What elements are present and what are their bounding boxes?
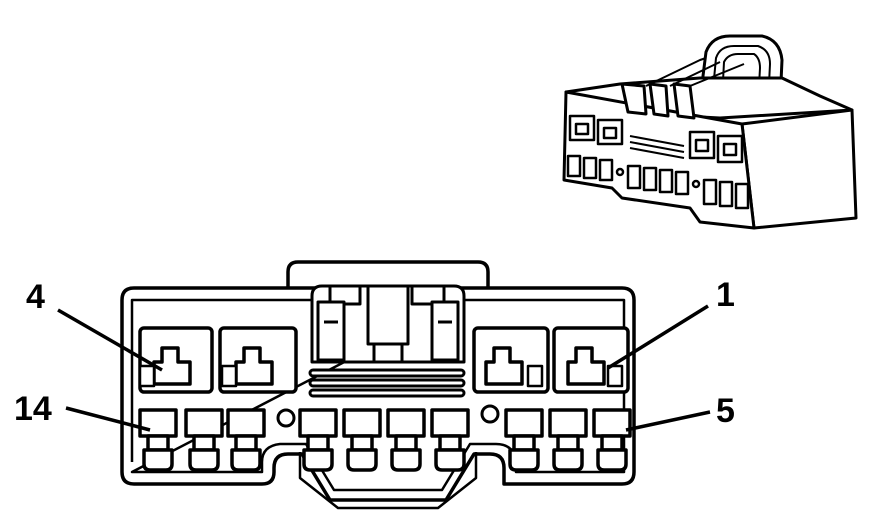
lower-cavity-top [430, 408, 470, 438]
lower-cavity [184, 408, 224, 472]
lower-cavity-top [504, 408, 544, 438]
lower-cavity-post [556, 434, 580, 452]
center-latch [310, 284, 466, 364]
lower-cavity-post [306, 434, 330, 452]
lower-cavity [342, 408, 382, 472]
center-slots [308, 368, 466, 398]
lower-cavity-top [298, 408, 338, 438]
lower-cavity-post [192, 434, 216, 452]
lower-cavity [226, 408, 266, 472]
callout-top-right: 1 [716, 276, 735, 314]
leader-bottom-left [65, 406, 151, 432]
leader-top-left [57, 308, 163, 372]
lower-cavity-post [146, 434, 170, 452]
lower-cavity-top [592, 408, 632, 438]
lower-cavity-top [184, 408, 224, 438]
locator-hole-right [480, 404, 500, 424]
lower-cavity-base [596, 448, 628, 472]
lower-cavity-top [548, 408, 588, 438]
lower-cavity-post [234, 434, 258, 452]
lower-cavity-top [386, 408, 426, 438]
lower-cavity [430, 408, 470, 472]
lower-cavity-top [342, 408, 382, 438]
lower-cavity [504, 408, 544, 472]
lower-cavity [548, 408, 588, 472]
lower-cavity-base [230, 448, 262, 472]
connector-side-face [740, 108, 858, 230]
lower-cavity-base [552, 448, 584, 472]
connector-isometric-view [562, 34, 858, 230]
callout-bottom-left: 14 [14, 390, 52, 428]
leader-top-right [607, 304, 709, 370]
lower-cavity-base [508, 448, 540, 472]
callout-bottom-right: 5 [716, 392, 735, 430]
locator-hole-left [276, 408, 296, 428]
lower-cavity-base [302, 448, 334, 472]
lower-cavity-post [394, 434, 418, 452]
cavity-2 [472, 326, 550, 394]
lower-cavity-base [346, 448, 378, 472]
connector-latch [620, 82, 648, 116]
iso-lower-cavities [566, 154, 750, 210]
lower-cavity-base [390, 448, 422, 472]
lower-cavity [592, 408, 632, 472]
callout-leaders [57, 304, 711, 432]
lower-cavity [386, 408, 426, 472]
lower-cavity-top [226, 408, 266, 438]
cavity-4 [138, 326, 214, 394]
lower-cavity-post [600, 434, 624, 452]
lower-cavities [138, 408, 632, 472]
leader-bottom-right [625, 410, 711, 432]
cavity-3 [218, 326, 298, 394]
lower-cavity-post [438, 434, 462, 452]
lower-cavity [298, 408, 338, 472]
lower-cavity-post [512, 434, 536, 452]
lower-cavity-top [138, 408, 178, 438]
lower-cavity-base [434, 448, 466, 472]
connector-wire-loop-inner [711, 45, 771, 105]
upper-cavities [138, 326, 630, 394]
connector-face-view [120, 260, 636, 510]
cavity-1 [552, 326, 630, 394]
iso-center-slots [629, 135, 685, 159]
lower-cavity [138, 408, 178, 472]
callout-top-left: 4 [26, 278, 45, 316]
lower-cavity-base [188, 448, 220, 472]
lower-cavity-base [142, 448, 174, 472]
iso-upper-cavities [568, 114, 744, 164]
lower-cavity-post [350, 434, 374, 452]
